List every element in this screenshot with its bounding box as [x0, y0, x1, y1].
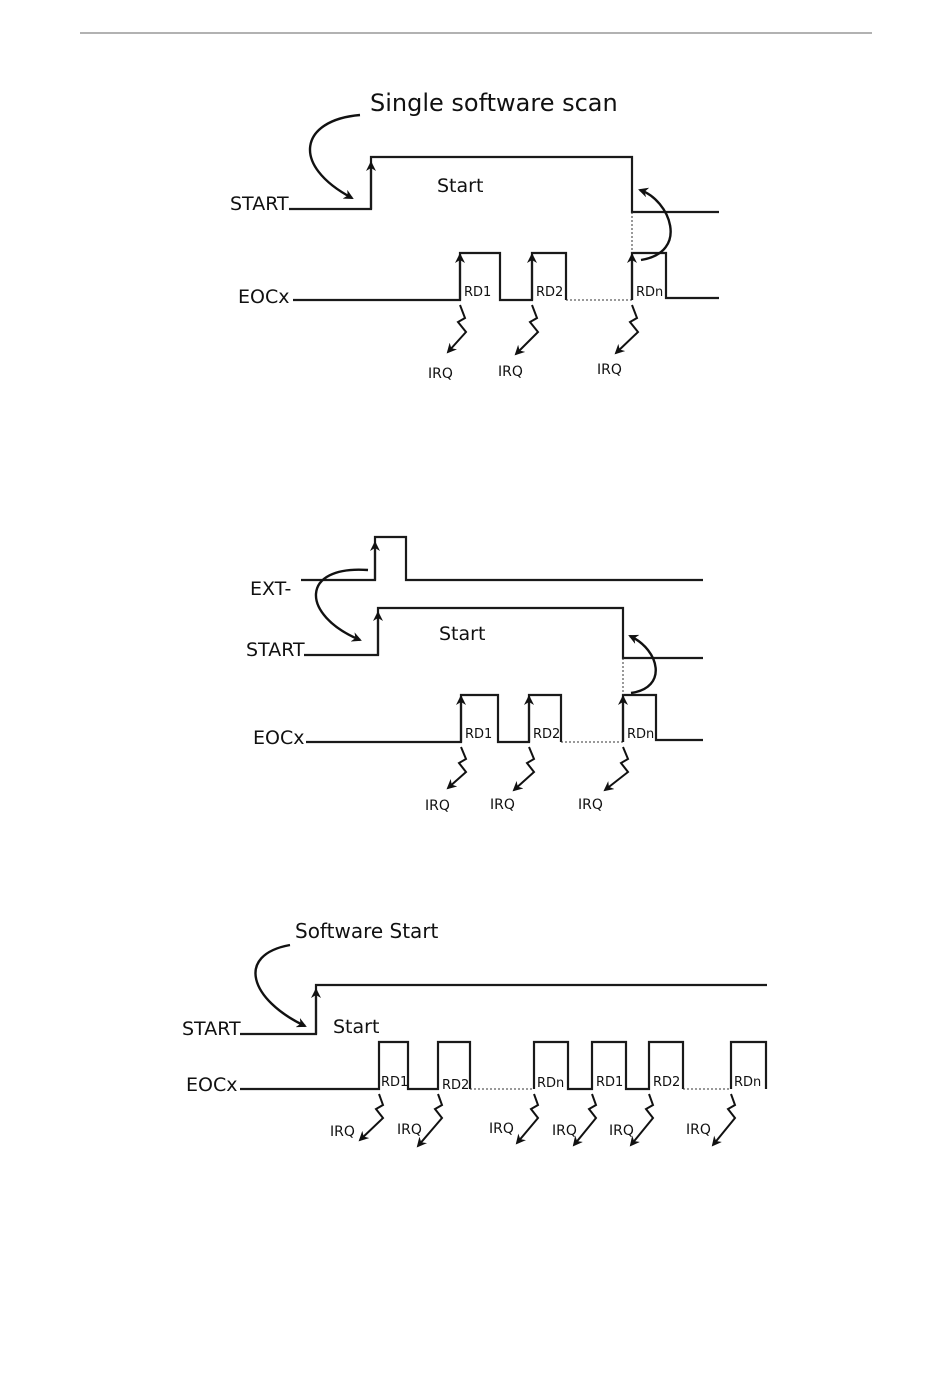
rd-label-1: RD1 — [464, 285, 491, 300]
eoc-signal-label: EOCx — [238, 286, 289, 308]
start-waveform — [240, 985, 767, 1034]
ext-signal-label: EXT- — [250, 578, 291, 600]
irq-label-2: IRQ — [490, 797, 515, 813]
rd-label-6: RDn — [734, 1075, 761, 1090]
rd-label-2: RD2 — [533, 727, 560, 742]
irq-label-3: IRQ — [489, 1121, 514, 1137]
rd-label-1: RD1 — [465, 727, 492, 742]
start-waveform — [289, 157, 719, 212]
eoc-signal-label: EOCx — [186, 1074, 237, 1096]
ext-waveform — [301, 537, 703, 580]
rd-label-n: RDn — [636, 285, 663, 300]
irq-bolt-1 — [360, 1094, 383, 1140]
start-text: Start — [437, 175, 483, 197]
irq-bolt-1 — [448, 305, 466, 352]
irq-label-4: IRQ — [552, 1123, 577, 1139]
eoc-waveform — [293, 253, 566, 300]
irq-bolt-2 — [418, 1094, 442, 1146]
rd-label-2: RD2 — [536, 285, 563, 300]
start-signal-label: START — [230, 193, 289, 215]
irq-bolt-3 — [517, 1094, 538, 1143]
irq-bolt-6 — [713, 1094, 735, 1145]
start-signal-label: START — [182, 1018, 241, 1040]
rd-label-3: RDn — [537, 1076, 564, 1091]
start-waveform — [304, 608, 703, 658]
irq-label-5: IRQ — [609, 1123, 634, 1139]
irq-label-2: IRQ — [498, 364, 523, 380]
irq-bolt-n — [605, 747, 628, 790]
irq-bolt-4 — [574, 1094, 596, 1145]
irq-label-n: IRQ — [597, 362, 622, 378]
diagram-external-trigger-scan: EXT- START Start EOCx RD1 RD2 RDn IRQ IR… — [246, 537, 703, 814]
eoc-signal-label: EOCx — [253, 727, 304, 749]
rd-label-n: RDn — [627, 727, 654, 742]
start-text: Start — [333, 1016, 379, 1038]
rdn-to-start-arrow — [640, 190, 671, 260]
caption-pointer-arrow — [310, 115, 360, 198]
irq-bolt-1 — [448, 747, 466, 788]
irq-label-6: IRQ — [686, 1122, 711, 1138]
irq-label-1: IRQ — [428, 366, 453, 382]
start-signal-label: START — [246, 639, 305, 661]
caption-pointer-arrow — [255, 945, 305, 1026]
rd-label-4: RD1 — [596, 1075, 623, 1090]
irq-label-1: IRQ — [330, 1124, 355, 1140]
irq-bolt-2 — [516, 305, 538, 354]
irq-label-1: IRQ — [425, 798, 450, 814]
irq-bolt-2 — [514, 747, 534, 790]
start-text: Start — [439, 623, 485, 645]
rdn-to-start-arrow — [630, 636, 656, 693]
rd-label-2: RD2 — [442, 1078, 469, 1093]
eoc-waveform-a — [240, 1042, 470, 1089]
rd-label-5: RD2 — [653, 1075, 680, 1090]
caption-software-start: Software Start — [295, 919, 439, 943]
irq-bolt-5 — [631, 1094, 653, 1145]
rd-label-1: RD1 — [381, 1075, 408, 1090]
irq-label-2: IRQ — [397, 1122, 422, 1138]
diagram-continuous-software-scan: Software Start START Start EOCx RD1 RD2 … — [182, 919, 767, 1146]
eoc-waveform — [306, 695, 561, 742]
caption-single-software-scan: Single software scan — [370, 89, 618, 117]
irq-label-n: IRQ — [578, 797, 603, 813]
irq-bolt-n — [616, 305, 638, 353]
diagram-single-software-scan: Single software scan START Start EOCx RD… — [230, 89, 719, 382]
